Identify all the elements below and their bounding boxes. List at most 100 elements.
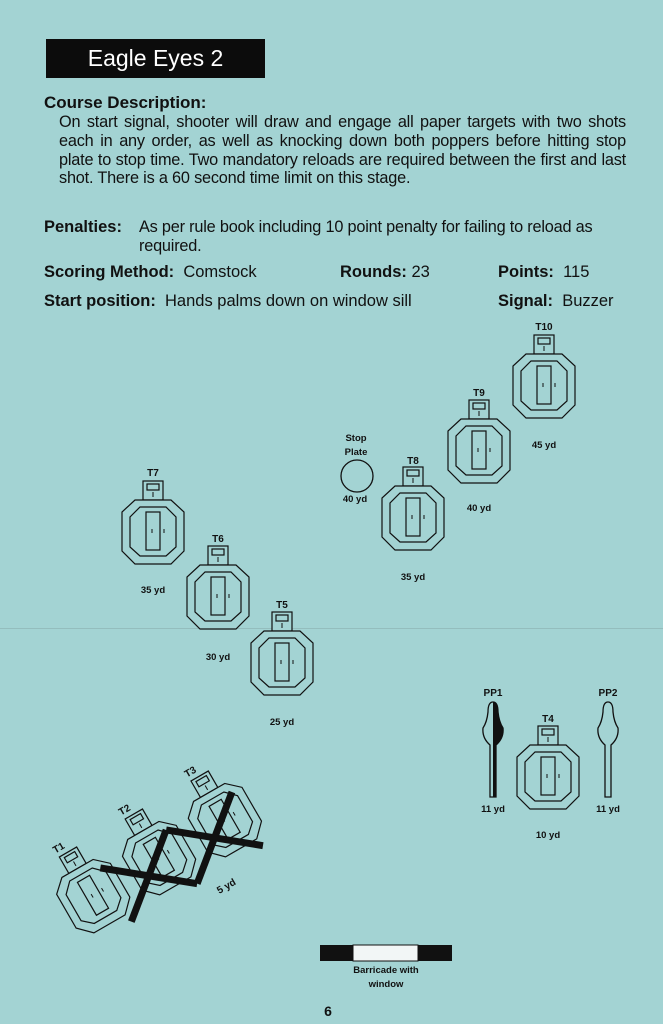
target-a-zone — [145, 511, 161, 551]
target-label: T4 — [542, 714, 554, 725]
course-description-text: On start signal, shooter will draw and e… — [59, 113, 626, 188]
points-value: 115 — [563, 263, 590, 281]
target-a-zone — [76, 874, 110, 917]
target-label: T2 — [117, 803, 133, 819]
page-number: 6 — [324, 1003, 332, 1019]
target-head-zone — [275, 614, 289, 622]
legend-label: Barricade with — [353, 965, 419, 976]
target-shape — [516, 725, 580, 810]
target-t10: T10 45 yd — [512, 322, 576, 451]
target-a-zone — [274, 642, 290, 682]
target-t7: T7 35 yd — [121, 468, 185, 596]
legend-window — [352, 944, 419, 962]
target-distance: 45 yd — [532, 440, 556, 451]
popper-distance: 11 yd — [596, 804, 620, 815]
target-head-mark — [204, 785, 209, 791]
scoring-method: Scoring Method: Comstock — [44, 263, 257, 282]
signal-label: Signal: — [498, 292, 554, 310]
target-a-zone — [471, 430, 487, 470]
stage-title: Eagle Eyes 2 — [46, 39, 265, 78]
legend-label: window — [368, 979, 404, 990]
popper-label: PP2 — [599, 688, 618, 699]
target-shape — [186, 545, 250, 630]
target-label: T3 — [183, 765, 199, 781]
target-head-zone — [406, 469, 420, 477]
legend-black-right — [418, 945, 452, 961]
legend-black-left — [320, 945, 353, 961]
popper-pp2: PP2 11 yd — [596, 688, 620, 815]
target-t5: T5 25 yd — [250, 600, 314, 728]
target-head-zone — [541, 728, 555, 736]
target-head-zone — [146, 483, 160, 491]
target-mark — [90, 893, 94, 898]
target-label: T10 — [535, 322, 553, 333]
target-a-zone — [540, 756, 556, 796]
target-t1: T1 — [51, 841, 131, 934]
target-label: T8 — [407, 456, 419, 467]
target-head-zone — [195, 774, 211, 788]
target-label: T5 — [276, 600, 288, 611]
target-label: T6 — [212, 534, 224, 545]
near-targets-distance: 5 yd — [215, 877, 238, 897]
stop-plate-circle — [340, 459, 374, 493]
start-position-label: Start position: — [44, 292, 156, 310]
stop-plate-label: Plate — [345, 447, 368, 458]
scoring-value: Comstock — [183, 263, 257, 281]
target-label: T1 — [51, 841, 67, 857]
popper-pp1: PP1 11 yd — [481, 688, 505, 815]
target-t6: T6 30 yd — [186, 534, 250, 663]
penalties-text: As per rule book including 10 point pena… — [139, 218, 593, 255]
target-head-zone — [537, 337, 551, 345]
target-distance: 10 yd — [536, 830, 560, 841]
target-a-zone — [405, 497, 421, 537]
target-a-zone — [210, 576, 226, 616]
rounds-value: 23 — [411, 263, 430, 281]
popper-distance: 11 yd — [481, 804, 505, 815]
target-shape — [121, 480, 185, 565]
course-description-label: Course Description: — [44, 93, 207, 112]
rounds-label: Rounds: — [340, 263, 407, 281]
penalties-label: Penalties: — [44, 218, 122, 236]
target-a-zone — [536, 365, 552, 405]
target-head-mark — [138, 823, 143, 829]
start-position: Start position: Hands palms down on wind… — [44, 292, 412, 311]
barricade-legend: Barricade with window — [320, 944, 452, 990]
scoring-label: Scoring Method: — [44, 263, 175, 281]
signal-value: Buzzer — [562, 292, 614, 310]
target-t8: T8 35 yd — [381, 456, 445, 583]
target-shape — [250, 611, 314, 696]
target-head-mark — [73, 861, 77, 867]
signal: Signal: Buzzer — [498, 292, 614, 311]
points: Points: 115 — [498, 263, 589, 282]
barricade-bar — [193, 790, 236, 885]
page-fold-line — [0, 628, 663, 629]
target-head-zone — [472, 402, 486, 410]
popper-shape — [597, 701, 619, 798]
target-label: T7 — [147, 468, 159, 479]
target-head-zone — [129, 812, 145, 826]
points-label: Points: — [498, 263, 554, 281]
target-distance: 25 yd — [270, 717, 294, 728]
target-head-zone — [63, 850, 79, 864]
target-distance: 30 yd — [206, 652, 230, 663]
target-shape — [381, 466, 445, 551]
target-distance: 35 yd — [141, 585, 165, 596]
target-distance: 40 yd — [467, 503, 491, 514]
start-position-value: Hands palms down on window sill — [165, 292, 412, 310]
target-mark — [101, 887, 104, 892]
popper-label: PP1 — [484, 688, 503, 699]
target-mark — [232, 811, 236, 816]
target-distance: 35 yd — [401, 572, 425, 583]
target-head-zone — [211, 548, 225, 556]
target-shape — [56, 846, 131, 934]
stop-plate-label: Stop — [345, 433, 366, 444]
barricade-bar — [128, 828, 170, 923]
stop-plate-distance: 40 yd — [343, 494, 367, 505]
target-mark — [166, 849, 170, 854]
popper-fill — [493, 702, 504, 797]
rounds: Rounds: 23 — [340, 263, 430, 282]
